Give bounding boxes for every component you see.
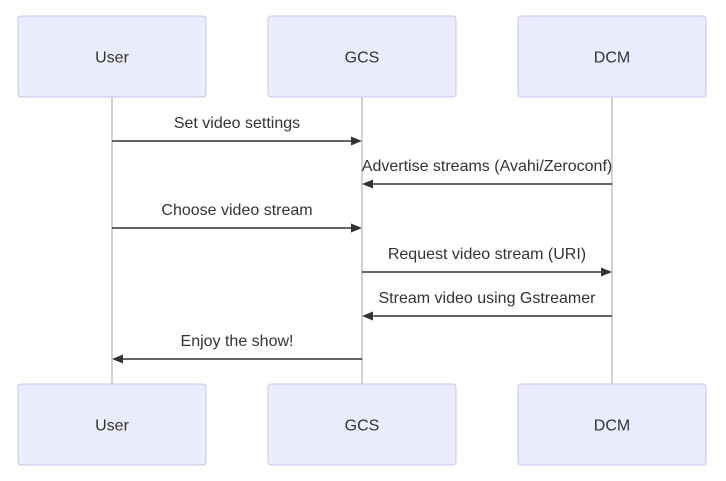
actor-box — [517, 383, 707, 466]
message-label: Stream video using Gstreamer — [379, 290, 597, 307]
actor-label: User — [95, 418, 129, 435]
arrow-head — [362, 311, 373, 321]
message-3: Choose video stream — [112, 202, 362, 233]
message-6: Enjoy the show! — [112, 333, 362, 364]
arrow-head — [112, 354, 123, 364]
actor-box — [267, 15, 457, 98]
actors-bottom: User GCS DCM — [17, 383, 707, 466]
message-label: Choose video stream — [161, 202, 312, 219]
actor-user-top: User — [17, 15, 207, 98]
actor-user-bottom: User — [17, 383, 207, 466]
actor-label: User — [95, 50, 129, 67]
message-2: Advertise streams (Avahi/Zeroconf) — [362, 158, 612, 189]
actors-top: User GCS DCM — [17, 15, 707, 98]
actor-gcs-top: GCS — [267, 15, 457, 98]
message-label: Enjoy the show! — [181, 333, 294, 350]
actor-label: GCS — [345, 50, 380, 67]
actor-box — [517, 15, 707, 98]
message-label: Request video stream (URI) — [388, 246, 586, 263]
actor-dcm-bottom: DCM — [517, 383, 707, 466]
lifelines — [111, 97, 613, 384]
actor-box — [267, 383, 457, 466]
actor-gcs-bottom: GCS — [267, 383, 457, 466]
message-label: Set video settings — [174, 115, 300, 132]
message-5: Stream video using Gstreamer — [362, 290, 612, 321]
message-4: Request video stream (URI) — [362, 246, 612, 277]
actor-dcm-top: DCM — [517, 15, 707, 98]
arrow-head — [351, 223, 362, 233]
arrow-head — [362, 179, 373, 189]
message-label: Advertise streams (Avahi/Zeroconf) — [362, 158, 612, 175]
arrow-head — [351, 136, 362, 146]
actor-label: DCM — [594, 50, 630, 67]
actor-label: GCS — [345, 418, 380, 435]
actor-label: DCM — [594, 418, 630, 435]
actor-box — [17, 15, 207, 98]
message-1: Set video settings — [112, 115, 362, 146]
actor-box — [17, 383, 207, 466]
arrow-head — [601, 267, 612, 277]
